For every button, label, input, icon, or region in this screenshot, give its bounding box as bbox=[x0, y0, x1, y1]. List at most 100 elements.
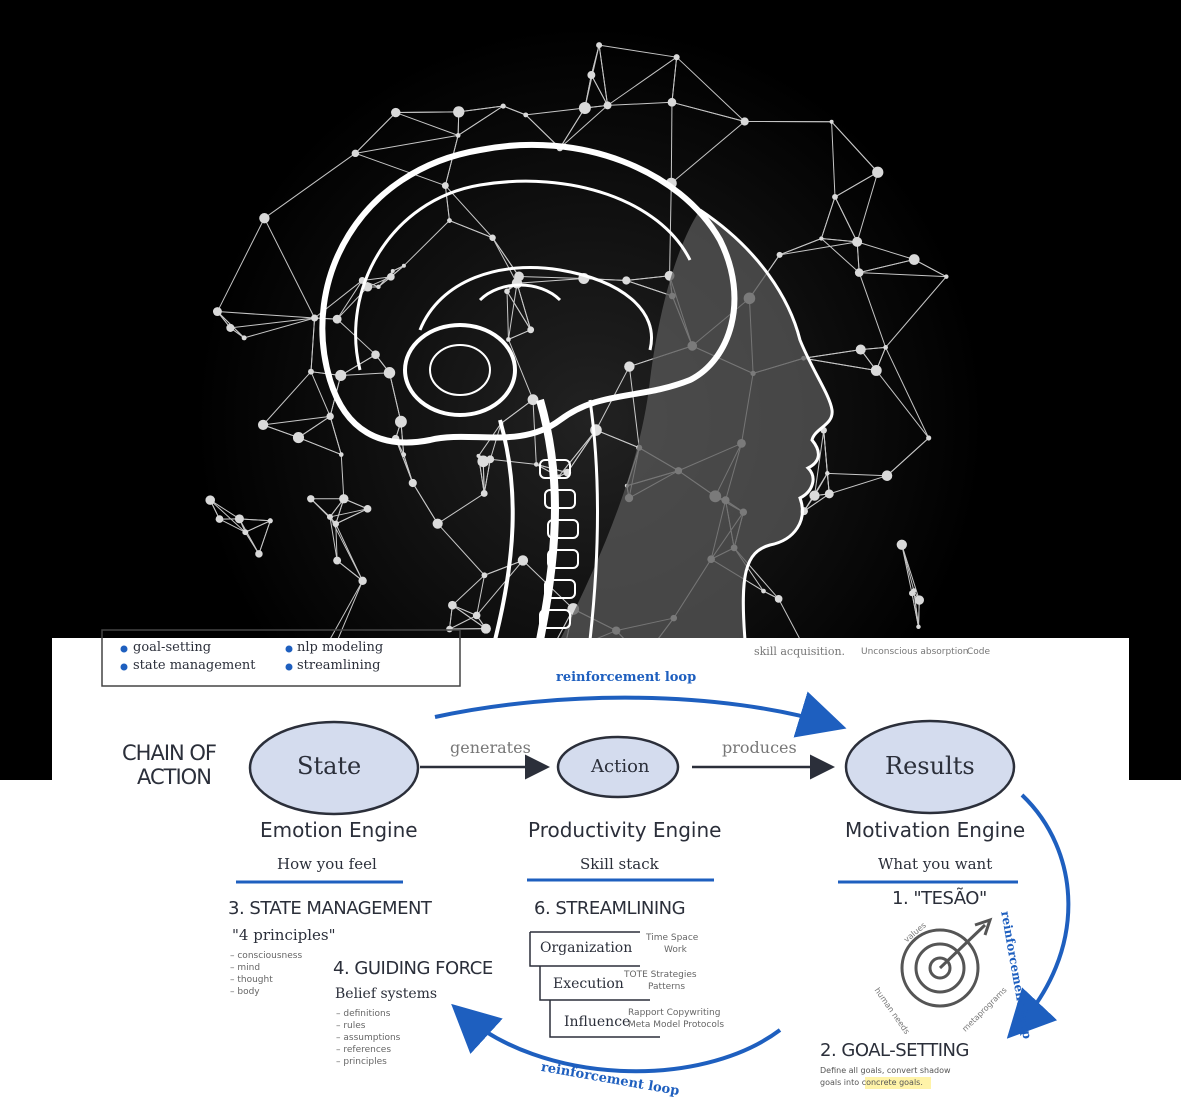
network-node bbox=[255, 550, 263, 558]
four-principles-label: "4 principles" bbox=[232, 926, 336, 944]
network-node bbox=[578, 101, 591, 114]
emotion-engine-title: Emotion Engine bbox=[260, 818, 418, 842]
network-node bbox=[335, 369, 347, 382]
network-node bbox=[395, 415, 407, 428]
reinforcement-loop-top-label: reinforcement loop bbox=[556, 670, 697, 685]
action-label: Action bbox=[591, 756, 650, 777]
tesao-heading: 1. "TESÃO" bbox=[892, 888, 987, 909]
network-node bbox=[387, 273, 395, 281]
network-node bbox=[527, 394, 539, 406]
guiding-force-heading: 4. GUIDING FORCE bbox=[333, 958, 493, 979]
organization-note-2: Work bbox=[664, 945, 687, 955]
network-node bbox=[854, 268, 864, 277]
reinforcement-loop-bottom-arrow bbox=[451, 1003, 782, 1074]
chain-of-action-label-2: ACTION bbox=[137, 765, 212, 789]
network-node bbox=[332, 520, 340, 528]
action-oval bbox=[556, 735, 680, 799]
network-node bbox=[326, 412, 334, 421]
state-management-heading: 3. STATE MANAGEMENT bbox=[228, 898, 432, 919]
network-node bbox=[205, 495, 215, 505]
network-node bbox=[911, 588, 917, 594]
network-node bbox=[667, 97, 677, 107]
concrete-goals-text: concrete goals bbox=[861, 1078, 921, 1087]
organization-note: Time Space bbox=[646, 933, 699, 943]
legend-box bbox=[101, 629, 461, 687]
belief-systems-list: – definitions– rules– assumptions– refer… bbox=[336, 1008, 400, 1068]
list-item: – mind bbox=[230, 963, 261, 973]
productivity-engine-subtitle: Skill stack bbox=[580, 855, 659, 873]
network-node bbox=[401, 263, 406, 268]
legend-item: state management bbox=[133, 658, 256, 673]
network-node bbox=[776, 251, 783, 258]
network-node bbox=[587, 71, 596, 80]
network-node bbox=[455, 132, 461, 138]
network-node bbox=[326, 513, 333, 520]
network-node bbox=[622, 276, 631, 285]
influence-note: Rapport Copywriting bbox=[628, 1008, 721, 1018]
network-node bbox=[500, 103, 506, 109]
motivation-engine-subtitle: What you want bbox=[878, 855, 993, 873]
network-node bbox=[408, 478, 417, 488]
streamlining-heading: 6. STREAMLINING bbox=[534, 898, 686, 919]
network-node bbox=[453, 106, 465, 118]
network-node bbox=[761, 588, 766, 594]
network-node bbox=[448, 600, 457, 610]
list-item: – definitions bbox=[336, 1009, 391, 1019]
influence-label: Influence bbox=[564, 1014, 631, 1030]
organization-label: Organization bbox=[540, 940, 633, 956]
concrete-goals-highlight bbox=[865, 1077, 931, 1089]
network-node bbox=[481, 572, 488, 579]
network-node bbox=[333, 556, 342, 565]
legend-item: streamlining bbox=[297, 658, 381, 673]
face-silhouette bbox=[560, 210, 833, 640]
network-node bbox=[390, 269, 395, 274]
network-node bbox=[603, 101, 612, 110]
reinforcement-loop-top-arrow bbox=[434, 691, 847, 738]
execution-note: TOTE Strategies bbox=[624, 970, 697, 980]
network-node bbox=[624, 361, 635, 372]
goal-setting-description-2: goals into concrete goals. bbox=[820, 1078, 923, 1087]
network-node bbox=[855, 344, 866, 355]
influence-note-2: Meta Model Protocols bbox=[628, 1020, 725, 1030]
results-label: Results bbox=[885, 752, 975, 780]
legend-bullet bbox=[120, 663, 128, 671]
network-node bbox=[215, 515, 224, 523]
network-node bbox=[432, 518, 443, 529]
legend-bullet bbox=[285, 645, 293, 653]
network-node bbox=[351, 149, 360, 158]
network-node bbox=[363, 282, 373, 292]
network-node bbox=[383, 367, 396, 379]
state-oval bbox=[248, 720, 420, 816]
legend-bullet bbox=[120, 645, 128, 653]
productivity-engine-title: Productivity Engine bbox=[528, 818, 722, 842]
network-node bbox=[825, 471, 830, 476]
network-node bbox=[226, 323, 235, 332]
network-node bbox=[852, 236, 863, 247]
network-node bbox=[307, 495, 315, 503]
network-node bbox=[212, 307, 222, 317]
reinforcement-loop-right-arrow bbox=[1006, 793, 1071, 1039]
network-node bbox=[881, 470, 893, 481]
network-node bbox=[480, 490, 488, 497]
motivation-engine-title: Motivation Engine bbox=[845, 818, 1026, 842]
list-item: – consciousness bbox=[230, 951, 303, 961]
legend-item: goal-setting bbox=[133, 640, 212, 655]
network-node bbox=[447, 218, 452, 223]
unconscious-absorption-note: Unconscious absorption bbox=[861, 647, 969, 657]
target-icon bbox=[900, 917, 993, 1008]
network-node bbox=[234, 514, 244, 524]
network-node bbox=[517, 555, 529, 566]
list-item: – thought bbox=[230, 975, 273, 985]
skill-acquisition-note: skill acquisition. bbox=[754, 645, 846, 658]
results-oval bbox=[844, 719, 1016, 815]
legend-bullet bbox=[285, 663, 293, 671]
goal-setting-heading: 2. GOAL-SETTING bbox=[820, 1040, 969, 1061]
network-node bbox=[944, 274, 949, 279]
network-node bbox=[673, 54, 680, 61]
network-node bbox=[489, 234, 496, 241]
network-node bbox=[332, 314, 342, 324]
network-node bbox=[242, 529, 249, 536]
network-node bbox=[339, 494, 349, 504]
list-item: – assumptions bbox=[336, 1033, 401, 1043]
